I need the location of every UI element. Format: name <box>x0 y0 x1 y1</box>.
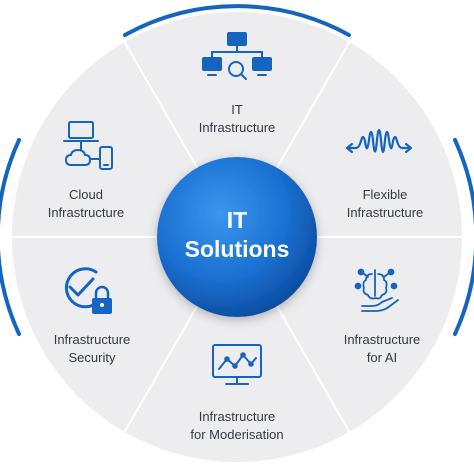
shield-lock-icon <box>64 267 112 314</box>
label-line-2: Infrastructure <box>47 205 125 220</box>
waveform-icon <box>345 128 413 154</box>
network-search-icon <box>202 32 272 80</box>
label-line-1: Cloud <box>69 187 103 202</box>
label-line-1: Infrastructure <box>343 332 421 347</box>
segment-label-infrastructure-for-moderisation: Infrastructure for Moderisation <box>190 408 283 444</box>
cloud-devices-icon <box>63 121 113 170</box>
label-line-1: IT <box>231 102 243 117</box>
segment-label-cloud-infrastructure: Cloud Infrastructure <box>48 186 125 222</box>
label-line-1: Infrastructure <box>198 409 276 424</box>
label-line-2: Infrastructure <box>198 120 276 135</box>
ai-brain-hand-icon <box>354 268 399 312</box>
label-line-2: for Moderisation <box>190 427 284 442</box>
segment-label-it-infrastructure: IT Infrastructure <box>199 101 276 137</box>
center-title-line-1: IT <box>226 207 248 233</box>
segment-label-infrastructure-security: Infrastructure Security <box>54 331 131 367</box>
label-line-1: Infrastructure <box>53 332 131 347</box>
label-line-1: Flexible <box>362 187 408 202</box>
accent-arc-right <box>453 138 474 336</box>
center-title-line-2: Solutions <box>184 236 290 262</box>
accent-arc-top <box>123 4 351 37</box>
segment-label-flexible-infrastructure: Flexible Infrastructure <box>347 186 424 222</box>
label-line-2: Infrastructure <box>346 205 424 220</box>
label-line-2: for AI <box>366 350 398 365</box>
center-title: IT Solutions <box>185 206 290 264</box>
accent-arc-left <box>0 138 21 336</box>
label-line-2: Security <box>68 350 116 365</box>
segment-label-infrastructure-for-ai: Infrastructure for AI <box>344 331 421 367</box>
center-circle <box>157 157 317 317</box>
monitor-chart-icon <box>212 344 262 385</box>
